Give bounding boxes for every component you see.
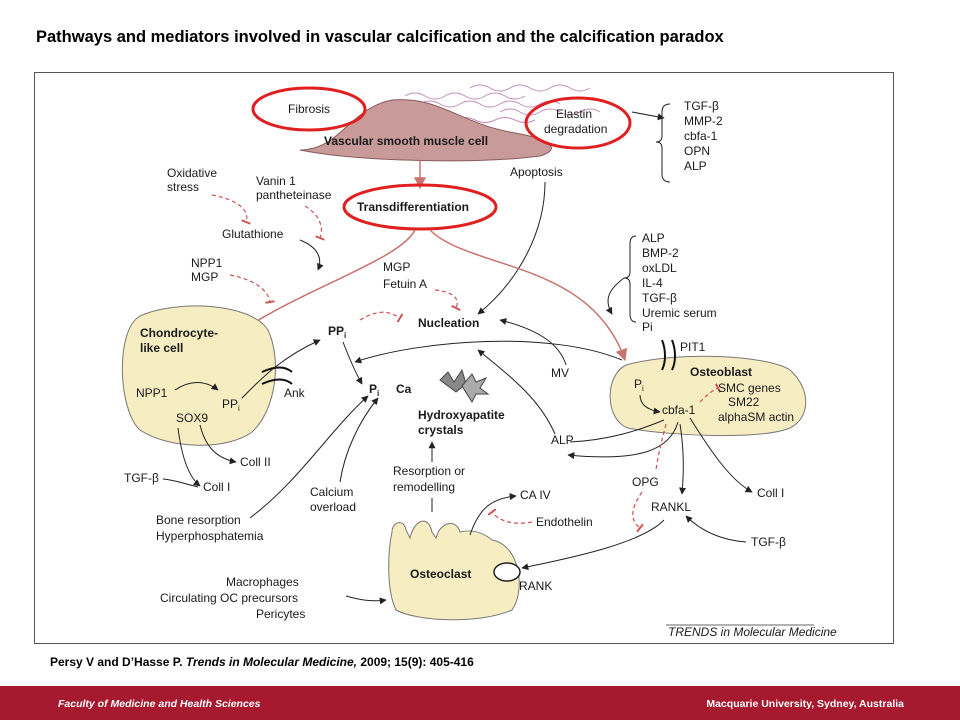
- opg-label: OPG: [632, 475, 659, 489]
- elastin-marker: TGF-β: [684, 99, 719, 113]
- citation-authors: Persy V and D’Hasse P.: [50, 655, 186, 669]
- calcium-label-2: overload: [310, 500, 356, 514]
- citation-journal: Trends in Molecular Medicine,: [185, 655, 358, 669]
- osteo-inducer: ALP: [642, 231, 665, 245]
- osteoclast-label: Osteoclast: [410, 567, 471, 581]
- caiv-label: CA IV: [520, 488, 551, 502]
- hydroxy-label-1: Hydroxyapatite: [418, 408, 505, 422]
- osteo-inducer-list: ALP BMP-2 oxLDL IL-4 TGF-β Uremic serum …: [642, 231, 717, 334]
- slide-title: Pathways and mediators involved in vascu…: [36, 28, 724, 46]
- fibrosis-highlight: [251, 86, 367, 132]
- elastin-marker-brace: [655, 103, 671, 183]
- osteoblast-cell: [609, 355, 807, 437]
- coll1-left-label: Coll I: [203, 480, 230, 494]
- smc-gene: SM22: [728, 395, 760, 409]
- ppi-mid-label: PPi: [328, 324, 346, 340]
- vanin-label-1: Vanin 1: [256, 174, 296, 188]
- mgp-mid-label: MGP: [383, 260, 410, 274]
- rank-receptor: [493, 562, 521, 582]
- transdiff-highlight: [342, 183, 498, 231]
- rankl-label: RANKL: [651, 500, 691, 514]
- npp1-top-label: NPP1: [191, 256, 223, 270]
- osteoclast-cell: [388, 520, 520, 621]
- smc-gene: alphaSM actin: [718, 410, 794, 424]
- elastin-label-1: Elastin: [556, 107, 592, 121]
- osteo-inducer: Uremic serum: [642, 306, 717, 320]
- alp-low-label: ALP: [551, 433, 574, 447]
- tgfb-left-label: TGF-β: [124, 471, 159, 485]
- ppi-cell-label: PPi: [222, 397, 240, 413]
- vsmc-label: Vascular smooth muscle cell: [324, 134, 488, 148]
- osteo-inducer: TGF-β: [642, 291, 677, 305]
- elastin-label-2: degradation: [544, 122, 607, 136]
- mv-label: MV: [551, 366, 569, 380]
- oxidative-label-1: Oxidative: [167, 166, 217, 180]
- osteo-inducer: IL-4: [642, 276, 663, 290]
- glutathione-label: Glutathione: [222, 227, 284, 241]
- pit1-label: PIT1: [680, 340, 706, 354]
- ank-label: Ank: [284, 386, 306, 400]
- oc-source: Macrophages: [226, 575, 299, 589]
- chondro-label-2: like cell: [140, 341, 183, 355]
- oxidative-label-2: stress: [167, 180, 199, 194]
- elastin-highlight: [524, 96, 632, 150]
- hydroxy-label-2: crystals: [418, 423, 464, 437]
- fetuin-label: Fetuin A: [383, 277, 427, 291]
- footer-bar: Faculty of Medicine and Health Sciences …: [0, 686, 960, 720]
- npp1-cell-label: NPP1: [136, 386, 168, 400]
- citation-details: 2009; 15(9): 405-416: [357, 655, 474, 669]
- resorption-label-1: Resorption or: [393, 464, 465, 478]
- calcification-diagram: Vascular smooth muscle cell Fibrosis Ela…: [121, 84, 837, 639]
- elastin-marker: ALP: [684, 159, 707, 173]
- footer-faculty: Faculty of Medicine and Health Sciences: [58, 698, 261, 710]
- osteo-inducer: BMP-2: [642, 246, 679, 260]
- crystal-shape: [439, 368, 467, 393]
- coll1-right-label: Coll I: [757, 486, 784, 500]
- calcium-label-1: Calcium: [310, 485, 353, 499]
- endothelin-label: Endothelin: [536, 515, 593, 529]
- osteoblast-label: Osteoblast: [690, 365, 752, 379]
- smc-gene: SMC genes: [718, 381, 781, 395]
- vsmc-shape: [299, 99, 552, 162]
- bone-label-2: Hyperphosphatemia: [156, 529, 264, 543]
- citation: Persy V and D’Hasse P. Trends in Molecul…: [50, 655, 474, 669]
- resorption-label-2: remodelling: [393, 480, 455, 494]
- mgp-top-label: MGP: [191, 270, 218, 284]
- osteo-inducer: oxLDL: [642, 261, 677, 275]
- coll2-label: Coll II: [240, 455, 271, 469]
- sox9-label: SOX9: [176, 411, 208, 425]
- footer-university: Macquarie University, Sydney, Australia: [706, 698, 904, 710]
- cbfa1-label: cbfa-1: [662, 403, 696, 417]
- osteo-inducer: Pi: [642, 320, 653, 334]
- rank-label: RANK: [519, 579, 552, 593]
- oc-source: Circulating OC precursors: [160, 591, 298, 605]
- elastin-marker: OPN: [684, 144, 710, 158]
- smc-gene-list: SMC genes SM22 alphaSM actin: [718, 381, 794, 424]
- oc-source: Pericytes: [256, 607, 305, 621]
- elastin-marker-list: TGF-β MMP-2 cbfa-1 OPN ALP: [684, 99, 723, 173]
- apoptosis-label: Apoptosis: [510, 165, 563, 179]
- elastin-marker: MMP-2: [684, 114, 723, 128]
- nucleation-label: Nucleation: [418, 316, 479, 330]
- pi-ob-label: Pi: [634, 377, 644, 393]
- ca-label: Ca: [396, 382, 412, 396]
- tgfb-right-label: TGF-β: [751, 535, 786, 549]
- fibrosis-label: Fibrosis: [288, 102, 330, 116]
- chondro-label-1: Chondrocyte-: [140, 326, 218, 340]
- transdiff-label: Transdifferentiation: [357, 200, 469, 214]
- chondrocyte-cell: [121, 305, 276, 446]
- vanin-label-2: pantheteinase: [256, 188, 332, 202]
- bone-label-1: Bone resorption: [156, 513, 241, 527]
- elastin-fibres: [404, 84, 601, 123]
- elastin-marker: cbfa-1: [684, 129, 718, 143]
- crystal-shape: [461, 373, 490, 404]
- oc-source-list: Macrophages Circulating OC precursors Pe…: [160, 575, 305, 621]
- journal-tag: TRENDS in Molecular Medicine: [668, 625, 837, 639]
- pi-mid-label: Pi: [369, 382, 379, 398]
